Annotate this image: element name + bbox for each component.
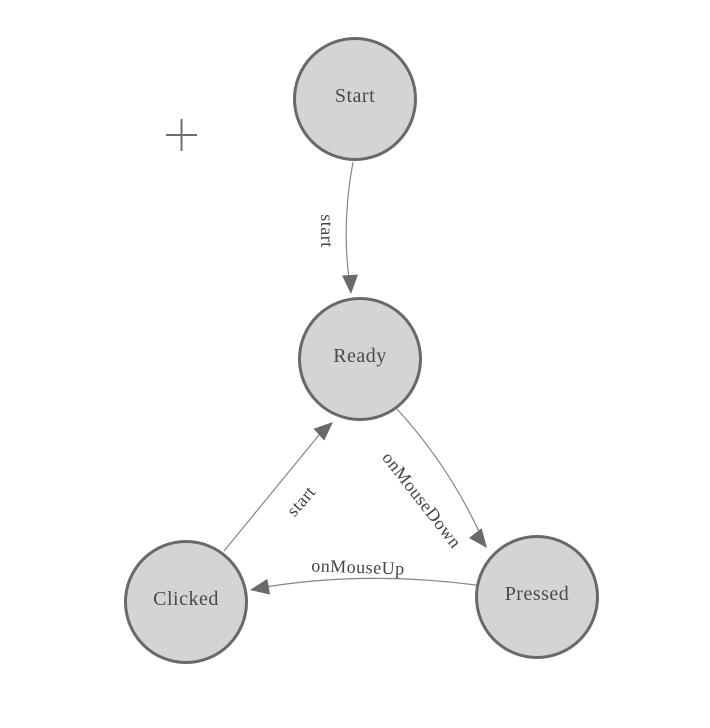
edge-arrowhead xyxy=(313,422,333,441)
node-circle xyxy=(293,37,417,161)
node-circle xyxy=(298,297,422,421)
node-label: Start xyxy=(335,85,375,107)
node-label: Ready xyxy=(333,345,387,367)
plus-crosshair-icon xyxy=(166,119,197,151)
edge-label: onMouseDown xyxy=(378,448,465,552)
edge-label: start xyxy=(317,214,337,248)
node-circle xyxy=(475,535,599,659)
transition-edge-pressed-to-clicked[interactable]: onMouseUp xyxy=(249,555,477,598)
state-node-ready[interactable]: Ready xyxy=(298,297,422,421)
node-label: Clicked xyxy=(153,588,219,610)
transition-edge-start-to-ready[interactable]: start xyxy=(317,161,359,294)
node-label: Pressed xyxy=(505,583,570,605)
edge-arrowhead xyxy=(342,274,358,294)
transition-edge-ready-to-pressed[interactable]: onMouseDown xyxy=(378,408,493,553)
edge-line xyxy=(223,434,320,552)
node-circle xyxy=(124,540,248,664)
edge-line xyxy=(345,161,354,287)
edge-arrowhead xyxy=(250,578,271,595)
edge-line xyxy=(396,408,483,539)
edge-arrowhead xyxy=(468,528,487,548)
state-node-pressed[interactable]: Pressed xyxy=(475,535,599,659)
edge-line xyxy=(253,577,477,590)
state-node-start[interactable]: Start xyxy=(293,37,417,161)
edge-label: start xyxy=(282,482,319,520)
transition-edge-clicked-to-ready[interactable]: start xyxy=(223,416,338,552)
edge-label: onMouseUp xyxy=(311,555,405,578)
state-node-clicked[interactable]: Clicked xyxy=(124,540,248,664)
